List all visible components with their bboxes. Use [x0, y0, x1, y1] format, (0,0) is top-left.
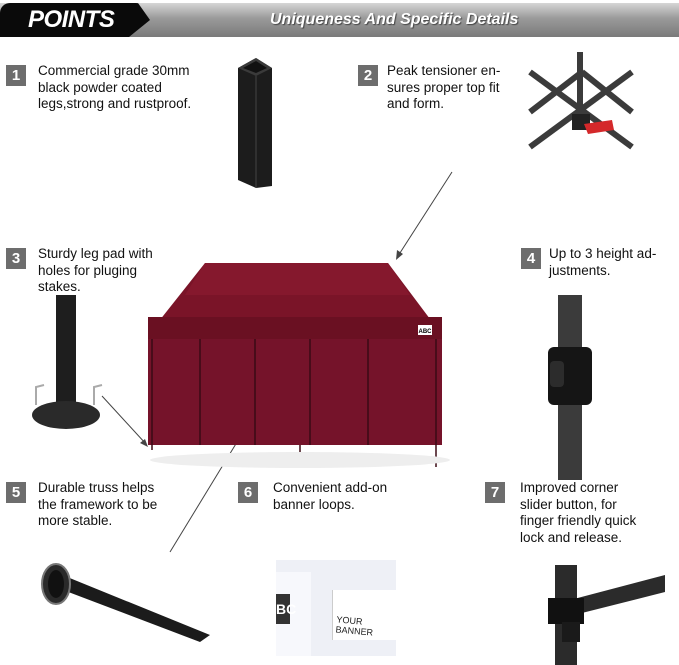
tent-logo: ABC — [419, 329, 433, 335]
feature-4-badge: 4 — [521, 248, 541, 269]
leg-pad-image — [32, 295, 103, 429]
corner-slider-image — [548, 565, 665, 665]
feature-3-badge: 3 — [6, 248, 26, 269]
feature-1-text: Commercial grade 30mm black powder coate… — [38, 63, 192, 111]
feature-2-text: Peak tensioner en- sures proper top fit … — [387, 63, 501, 111]
feature-6-badge: 6 — [238, 482, 258, 503]
banner-loops-image: BC YOUR BANNER — [276, 560, 397, 656]
feature-5-badge: 5 — [6, 482, 26, 503]
feature-5-text: Durable truss helps the framework to be … — [38, 480, 158, 528]
feature-1-badge: 1 — [6, 65, 26, 86]
points-label: POINTS — [28, 6, 115, 33]
feature-6-text: Convenient add-on banner loops. — [273, 480, 388, 512]
feature-2-badge: 2 — [358, 65, 378, 86]
height-adjustment-image — [548, 295, 592, 480]
canopy-tent-image: ABC — [148, 263, 450, 468]
feature-4-text: Up to 3 height ad- justments. — [549, 246, 657, 278]
truss-image — [41, 563, 210, 642]
banner-logo: BC — [276, 594, 296, 624]
feature-7-badge: 7 — [485, 482, 505, 503]
feature-7-text: Improved corner slider button, for finge… — [520, 480, 637, 545]
peak-tensioner-image — [528, 52, 634, 150]
points-tab: POINTS — [0, 3, 150, 37]
header-subtitle: Uniqueness And Specific Details — [270, 11, 519, 28]
leg-pole-image — [238, 58, 272, 188]
feature-3-text: Sturdy leg pad with holes for pluging st… — [38, 246, 153, 294]
tent-sidewalls — [148, 339, 442, 445]
